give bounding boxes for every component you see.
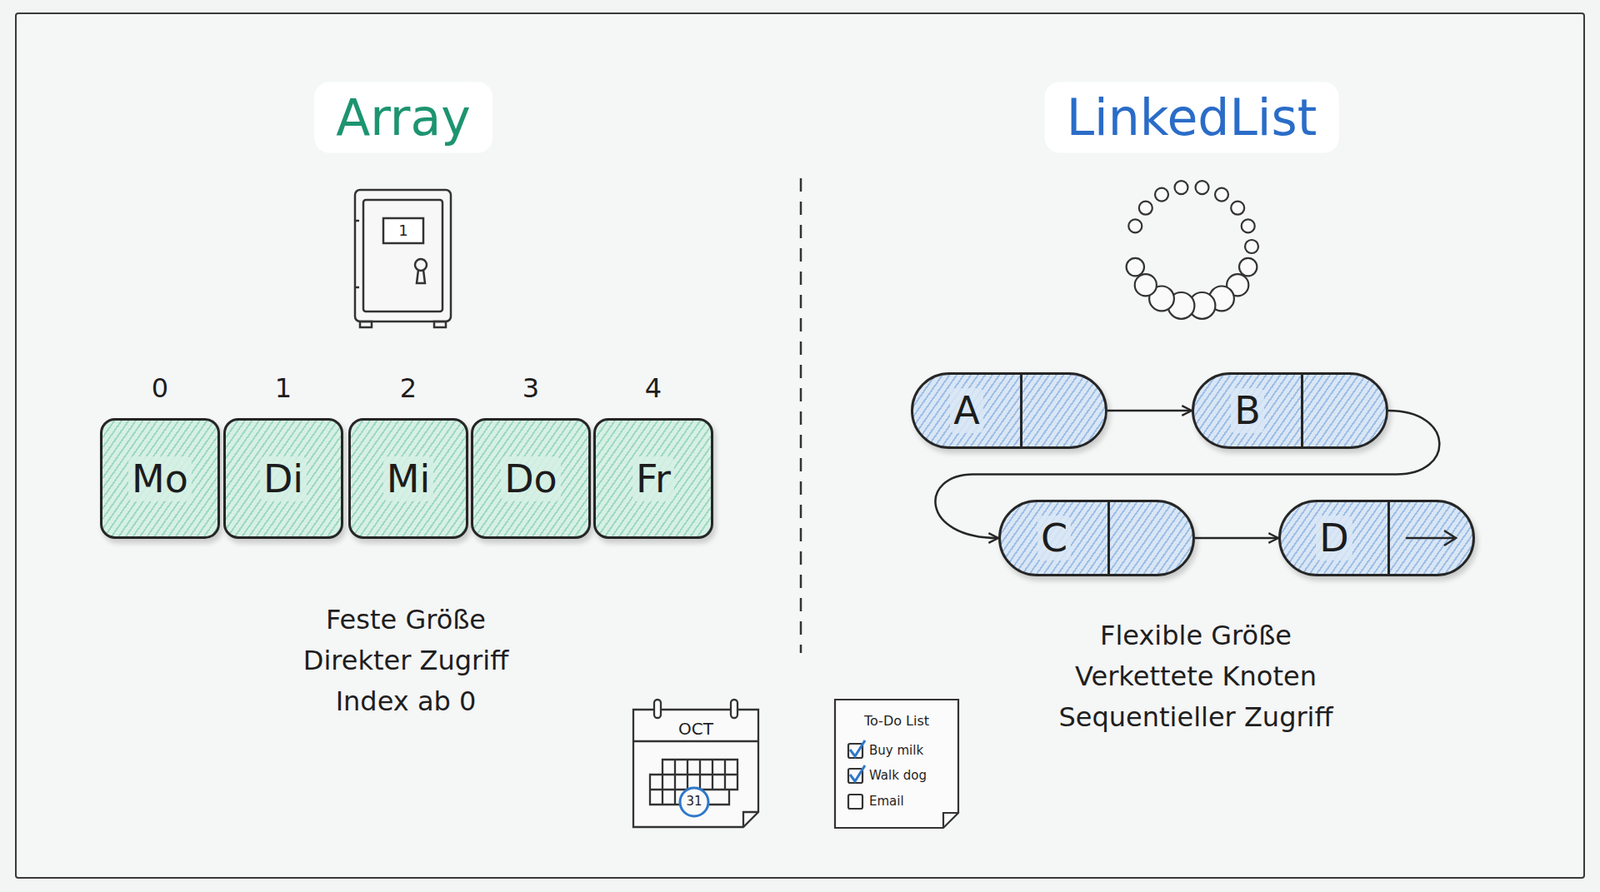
property-note: Feste Größe — [325, 605, 486, 636]
divider-line — [800, 178, 803, 654]
null-pointer-arrow — [1402, 525, 1461, 551]
todo-title: To-Do List — [864, 714, 930, 730]
cell-text: Mo — [128, 456, 192, 502]
node-value-part: D — [1280, 502, 1390, 575]
array-cell: Mo — [100, 418, 220, 540]
cell-text: Do — [500, 456, 561, 502]
calendar-icon — [633, 700, 759, 828]
pointer-arrow — [1107, 410, 1192, 413]
array-cell: Di — [223, 418, 344, 540]
index-number: 1 — [275, 373, 292, 405]
list-node: D — [1278, 500, 1475, 577]
index-number: 3 — [522, 373, 540, 405]
node-value-part: C — [1000, 502, 1110, 575]
calendar-day: 31 — [685, 795, 702, 810]
node-text: C — [1037, 515, 1071, 561]
cell-text: Fr — [632, 456, 675, 502]
todo-item: Walk dog — [869, 769, 927, 784]
list-node: A — [910, 372, 1108, 450]
node-value-part: B — [1194, 375, 1304, 447]
property-note: Verkettete Knoten — [1075, 661, 1317, 693]
array-cell: Do — [470, 418, 591, 540]
index-number: 2 — [400, 373, 417, 405]
section-title: Array — [314, 82, 493, 154]
node-text: D — [1315, 515, 1352, 561]
list-node: B — [1191, 372, 1389, 450]
property-note: Direkter Zugriff — [303, 645, 509, 677]
section-title: LinkedList — [1045, 82, 1340, 154]
index-number: 0 — [151, 373, 169, 405]
node-value-part: A — [913, 375, 1023, 447]
property-note: Index ab 0 — [335, 686, 477, 718]
list-node: C — [998, 500, 1195, 577]
necklace-icon — [1126, 180, 1259, 320]
calendar-month: OCT — [678, 720, 714, 740]
array-cell: Fr — [593, 418, 714, 540]
node-text: B — [1230, 388, 1265, 434]
cell-text: Mi — [383, 456, 434, 502]
property-note: Sequentieller Zugriff — [1058, 702, 1333, 734]
property-note: Flexible Größe — [1100, 620, 1292, 652]
todo-item: Buy milk — [869, 744, 924, 759]
safe-number: 1 — [398, 222, 408, 240]
node-text: A — [950, 388, 983, 434]
index-number: 4 — [645, 373, 662, 405]
safe-icon — [355, 190, 451, 328]
todo-note-icon — [835, 700, 959, 829]
cell-text: Di — [260, 456, 307, 502]
array-cell: Mi — [348, 418, 469, 540]
pointer-arrow — [1195, 537, 1279, 540]
todo-item: Email — [869, 795, 905, 810]
